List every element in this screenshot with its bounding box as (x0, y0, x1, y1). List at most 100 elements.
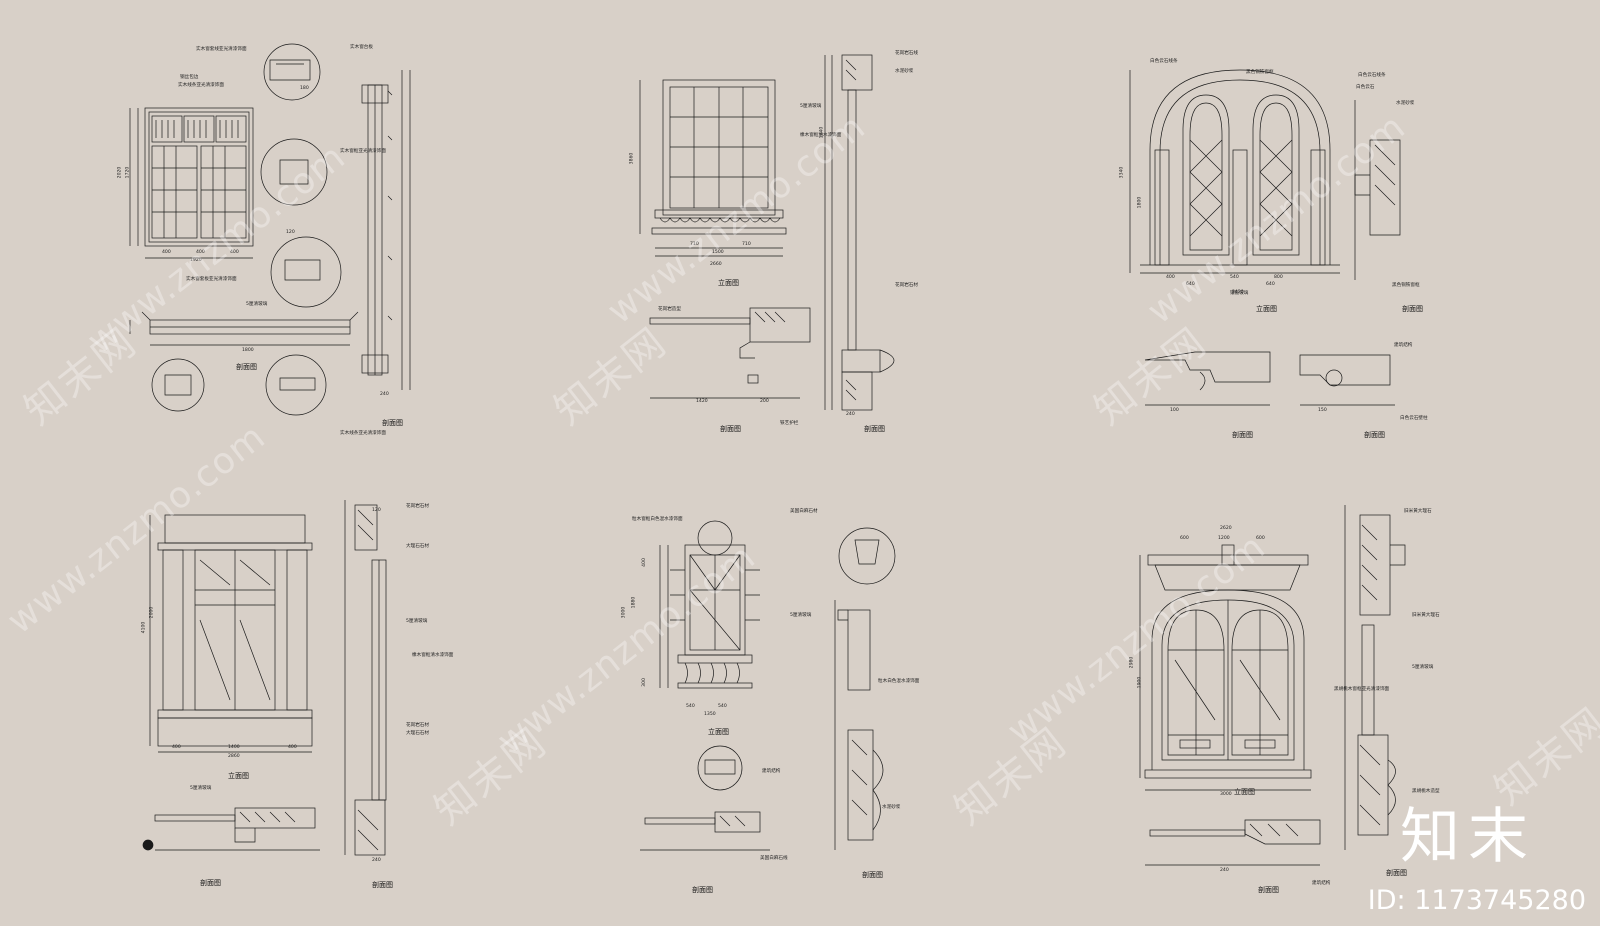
dimension-value: 3000 (1220, 792, 1232, 797)
callout-label: 铁艺护栏 (780, 421, 799, 426)
dimension-value: 3420 (1232, 290, 1244, 295)
view-title: 剖面图 (864, 425, 885, 433)
dimension-value: 1720 (125, 166, 131, 179)
dimension-value: 400 (288, 745, 297, 750)
dimension-value: 1500 (712, 250, 724, 255)
dimension-value: 400 (1166, 275, 1175, 280)
callout-label: 花岗岩石材 (895, 283, 918, 288)
callout-label: 美国白麻石材 (790, 509, 818, 514)
callout-label: 水泥砂浆 (882, 805, 901, 810)
panel-5-elevation (659, 520, 760, 689)
dimension-value: 1400 (228, 745, 240, 750)
dimension-value: 1880 (631, 596, 637, 609)
dimension-value: 2860 (228, 754, 240, 759)
view-title: 剖面图 (1364, 431, 1385, 439)
dimension-value: 1920 (190, 258, 202, 263)
dimension-value: 2000 (149, 606, 155, 619)
callout-label: 镶嵌玻璃 (1230, 291, 1249, 296)
panel-6-section-vertical (1344, 505, 1406, 850)
callout-label: 旧米黄大理石 (1412, 613, 1440, 618)
image-id-text: ID: 1173745280 (1367, 885, 1586, 916)
brand-logo: 知末 (1400, 802, 1536, 872)
panel-1-details (129, 43, 359, 416)
dimension-value: 100 (1170, 408, 1179, 413)
panel-2-section-horizontal (649, 307, 811, 399)
dimension-value: 640 (1186, 282, 1195, 287)
callout-label: 5厘清玻璃 (190, 786, 212, 791)
panel-4-section-horizontal (142, 807, 320, 851)
view-title: 剖面图 (720, 425, 741, 433)
callout-label: 橡木窗框清水漆饰面 (412, 653, 454, 658)
callout-label: 黑胡桃木造型 (1412, 789, 1440, 794)
callout-label: 橡木窗框清水漆饰面 (800, 133, 842, 138)
dimension-value: 2620 (1220, 526, 1232, 531)
callout-label: 钢丝包边 (180, 75, 199, 80)
callout-label: 实木线条亚光清漆饰面 (340, 431, 386, 436)
dimension-value: 540 (718, 704, 727, 709)
dimension-value: 1350 (704, 712, 716, 717)
callout-label: 建筑结构 (1312, 881, 1331, 886)
dimension-value: 640 (1266, 282, 1275, 287)
callout-label: 粒木窗框白色混水漆饰面 (632, 517, 683, 522)
panel-3-plan-details (1144, 351, 1395, 406)
callout-label: 黑胡桃木窗框亚光清漆饰面 (1334, 687, 1390, 692)
panel-4-elevation (149, 514, 313, 753)
callout-label: 水泥砂浆 (1396, 101, 1415, 106)
callout-label: 美国白麻石线 (760, 856, 788, 861)
view-title: 剖面图 (1402, 305, 1423, 313)
callout-label: 旧米黄大理石 (1404, 509, 1432, 514)
callout-label: 建筑结构 (762, 769, 781, 774)
callout-label: 5厘清玻璃 (406, 619, 428, 624)
dimension-value: 400 (162, 250, 171, 255)
view-title: 剖面图 (372, 881, 393, 889)
view-title: 剖面图 (1386, 869, 1407, 877)
dimension-value: 240 (1220, 868, 1229, 873)
dimension-value: 1420 (696, 399, 708, 404)
dimension-value: 2980 (1129, 656, 1135, 669)
dimension-value: 400 (230, 250, 239, 255)
callout-label: 白色云石线条 (1150, 59, 1178, 64)
callout-label: 花岗岩石材 (406, 723, 429, 728)
callout-label: 大理石石材 (406, 731, 429, 736)
view-title: 剖面图 (692, 886, 713, 894)
callout-label: 实木线条亚光清漆饰面 (178, 83, 224, 88)
callout-label: 黑色铜铁窗框 (1392, 283, 1420, 288)
dimension-value: 4100 (141, 621, 147, 634)
panel-3-section (1354, 100, 1401, 280)
callout-label: 粒木白色混水漆饰面 (878, 679, 920, 684)
dimension-value: 300 (641, 678, 647, 687)
dimension-value: 180 (300, 86, 309, 91)
dimension-value: 1240 (819, 126, 825, 139)
panel-1-elevation (129, 107, 254, 259)
callout-label: 白色云石 (1356, 85, 1375, 90)
view-title: 立面图 (228, 772, 249, 780)
panel-1-section-vertical (361, 70, 411, 390)
view-title: 剖面图 (236, 363, 257, 371)
callout-label: 水泥砂浆 (895, 69, 914, 74)
dimension-value: 240 (846, 412, 855, 417)
dimension-value: 3000 (621, 606, 627, 619)
dimension-value: 120 (372, 508, 381, 513)
dimension-value: 1900 (1137, 676, 1143, 689)
view-title: 立面图 (708, 728, 729, 736)
view-title: 立面图 (1256, 305, 1277, 313)
view-title: 立面图 (718, 279, 739, 287)
dimension-value: 400 (172, 745, 181, 750)
callout-label: 花岗岩石线 (895, 51, 918, 56)
dimension-value: 600 (1180, 536, 1189, 541)
callout-label: 5厘清玻璃 (800, 104, 822, 109)
dimension-value: 2660 (710, 262, 722, 267)
dimension-value: 710 (742, 242, 751, 247)
callout-label: 5厘清玻璃 (246, 302, 268, 307)
view-title: 剖面图 (382, 419, 403, 427)
view-title: 剖面图 (200, 879, 221, 887)
dimension-value: 3860 (629, 152, 635, 165)
callout-label: 大理石石材 (406, 544, 429, 549)
view-title: 剖面图 (1232, 431, 1253, 439)
callout-label: 黑色铜铁窗框 (1246, 70, 1274, 75)
panel-2-elevation (639, 79, 787, 257)
panel-4-section-vertical (344, 500, 387, 856)
panel-3-elevation (1129, 69, 1340, 274)
dimension-value: 200 (760, 399, 769, 404)
